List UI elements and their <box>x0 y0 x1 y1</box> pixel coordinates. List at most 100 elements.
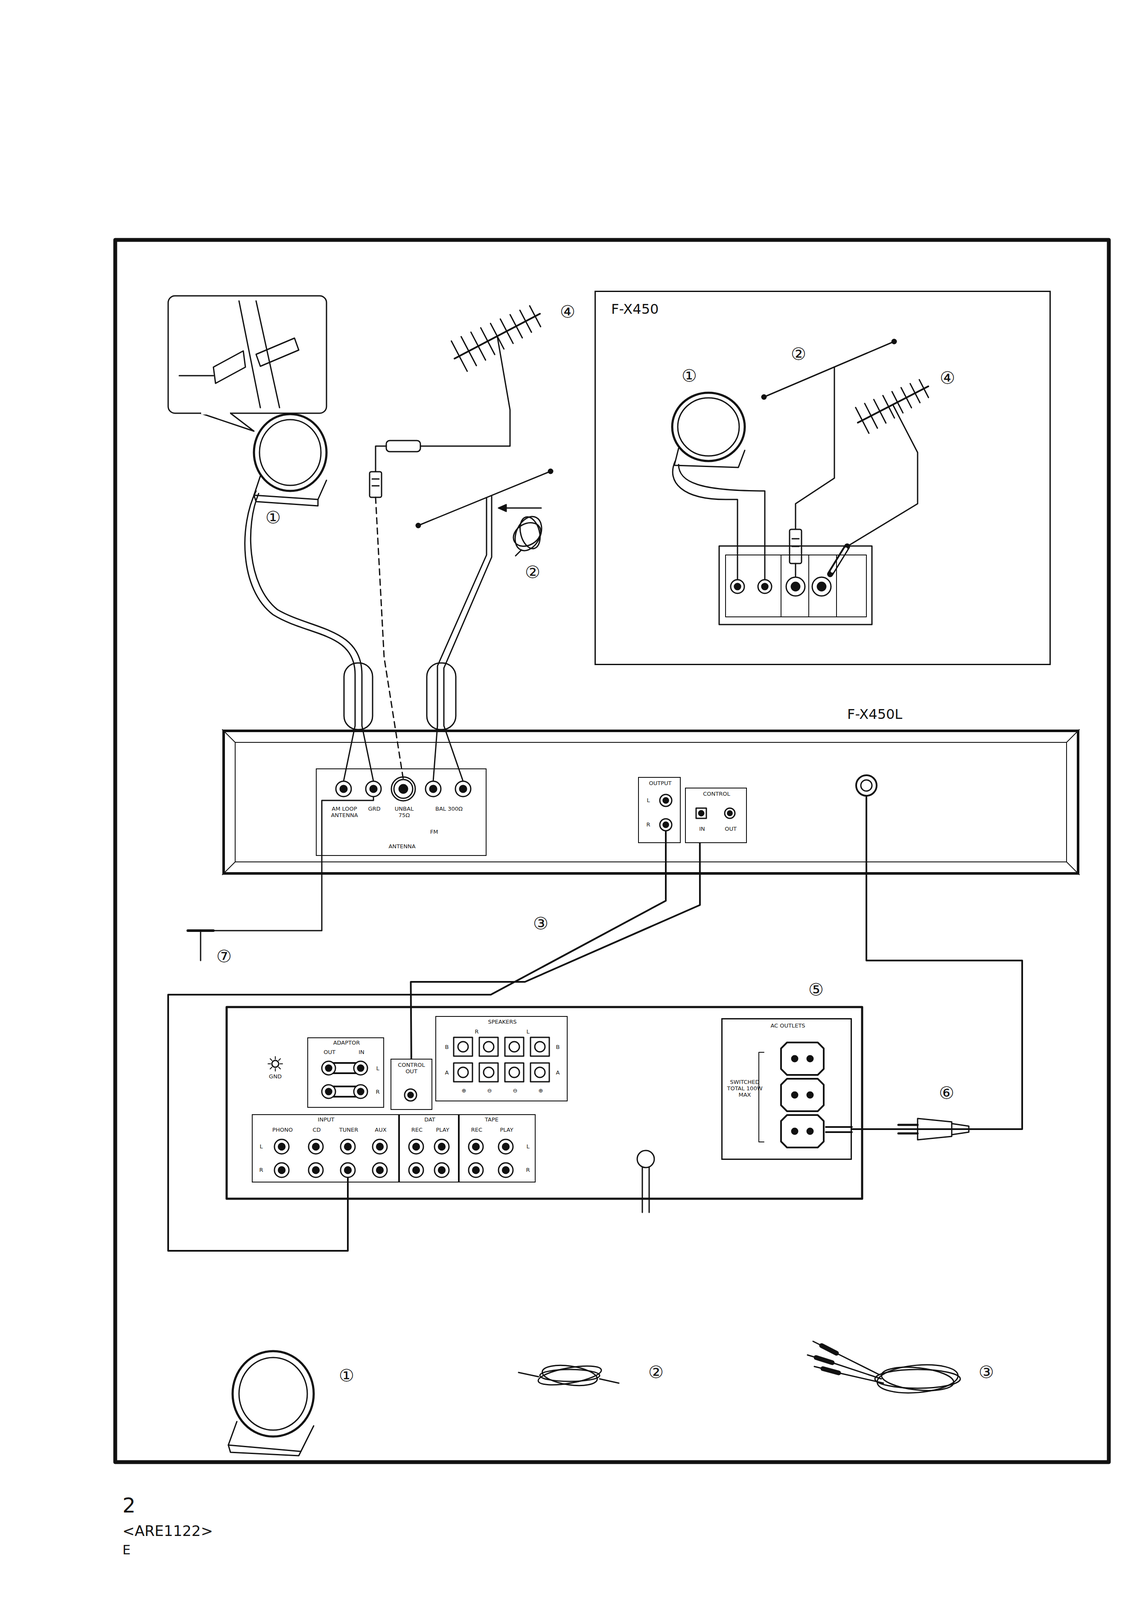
jack <box>696 807 707 819</box>
accessory-fm-antenna <box>539 1369 600 1382</box>
fm-outdoor-antenna <box>451 341 468 372</box>
speaker-terminal <box>530 1062 550 1082</box>
terminal-label: OUTPUT <box>649 780 672 787</box>
speaker-terminal <box>534 1041 546 1052</box>
jack <box>724 807 735 819</box>
callout-number: ⑤ <box>808 979 824 999</box>
jack <box>812 577 831 596</box>
terminal-label: FM <box>430 828 439 836</box>
jack <box>438 1142 445 1150</box>
jack <box>438 1166 445 1173</box>
terminal-label: R <box>525 1166 530 1174</box>
am-loop-antenna <box>253 413 327 491</box>
ground-wire <box>200 930 202 961</box>
callout-number: ③ <box>978 1362 994 1382</box>
terminal-label: PLAY <box>499 1126 514 1134</box>
jack <box>502 1166 509 1173</box>
terminal-label: PHONO <box>272 1126 293 1134</box>
accessory-fm-antenna <box>518 1372 619 1383</box>
callout-number: ④ <box>559 302 576 321</box>
jack <box>434 1162 449 1178</box>
adaptor-jacks: ADAPTOROUTINLR <box>307 1037 385 1108</box>
outlet-socket <box>807 1055 814 1062</box>
outlet-socket <box>807 1091 814 1098</box>
terminal-label: SWITCHED TOTAL 100W MAX <box>726 1078 763 1099</box>
terminal-label: R <box>259 1166 263 1174</box>
power-plug <box>825 1126 852 1132</box>
fm-outdoor-antenna-feed <box>369 471 382 498</box>
tuner-panel-frame <box>865 795 868 875</box>
terminal-label: TAPE <box>484 1116 499 1123</box>
terminal-label: ADAPTOR <box>333 1039 361 1047</box>
language-code: E <box>122 1542 131 1557</box>
jack <box>468 1139 484 1154</box>
jack <box>472 1166 479 1173</box>
fm-outdoor-antenna <box>510 314 523 338</box>
jack <box>786 577 805 596</box>
outlet-socket <box>781 1114 824 1148</box>
terminal-label: INPUT <box>317 1116 335 1123</box>
cable-clamp <box>343 662 373 730</box>
inset-antennas <box>792 538 799 547</box>
fm-outdoor-antenna <box>519 310 532 333</box>
fm-outdoor-antenna <box>857 386 929 423</box>
antenna-terminal-block: ANTENNAAM LOOP ANTENNAGRDFMUNBAL 75ΩBAL … <box>315 768 487 856</box>
control-cord <box>411 842 701 1059</box>
jack <box>757 579 772 594</box>
inset-antennas <box>763 341 895 397</box>
jack <box>308 1139 324 1154</box>
accessory-fm-antenna <box>541 1361 599 1389</box>
terminal-label: PLAY <box>435 1126 449 1134</box>
fm-outdoor-antenna <box>500 318 514 344</box>
inset-antennas <box>674 448 745 468</box>
tuner-panel-frame <box>222 729 1080 875</box>
terminal-label: DAT <box>424 1116 436 1123</box>
callout-number: ③ <box>531 912 551 934</box>
outlet-socket <box>781 1042 824 1075</box>
ground-label: GND <box>268 1073 282 1080</box>
clip-detail-balloon <box>179 375 214 377</box>
outlet-socket <box>791 1091 798 1098</box>
speaker-terminal <box>479 1037 499 1056</box>
terminal-label: L <box>526 1028 530 1035</box>
jack <box>455 781 471 797</box>
terminal-label: REC <box>411 1126 423 1134</box>
clip-detail-balloon <box>213 350 246 384</box>
terminal-label: OUT <box>323 1049 336 1056</box>
model-name: F-X450 <box>611 301 659 318</box>
jack <box>353 1084 368 1099</box>
jack <box>761 583 768 590</box>
jack <box>376 1142 383 1150</box>
speaker-terminal <box>457 1066 469 1078</box>
jack <box>459 785 467 793</box>
jack <box>727 810 733 816</box>
jack <box>791 582 800 591</box>
amplifier-panel <box>226 1006 863 1199</box>
output-jacks: OUTPUTLR <box>638 776 681 843</box>
inset-antennas <box>795 367 835 530</box>
fm-outdoor-antenna <box>490 323 504 350</box>
terminal-label: L <box>526 1143 530 1150</box>
terminal-label: ⊕ <box>538 1087 544 1094</box>
fm-t-antenna <box>416 523 421 528</box>
fm-t-antenna <box>416 469 553 782</box>
control-out-jack: CONTROL OUT <box>390 1058 433 1110</box>
callout-number: ⑦ <box>216 946 232 966</box>
jack <box>408 1092 414 1098</box>
speaker-terminal <box>509 1066 520 1078</box>
ground-terminal <box>278 1066 281 1069</box>
inset-antennas <box>678 464 765 580</box>
coiled-antenna <box>509 517 546 551</box>
inset-antennas <box>761 394 767 400</box>
amplifier-panel <box>322 1062 367 1073</box>
accessory-loop-antenna <box>228 1444 301 1456</box>
inset-antennas <box>830 546 848 575</box>
clip-detail-balloon <box>168 295 327 414</box>
jack <box>274 1162 289 1178</box>
jack <box>365 781 382 797</box>
terminal-label: TUNER <box>339 1126 359 1134</box>
callout-number: ② <box>790 344 807 364</box>
amplifier-panel <box>226 1006 863 1213</box>
jack <box>340 785 347 793</box>
